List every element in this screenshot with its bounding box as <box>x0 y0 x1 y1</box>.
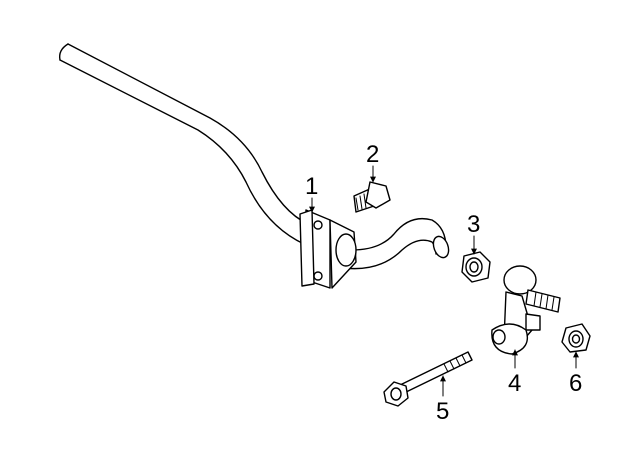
callout-2: 2 <box>366 141 379 168</box>
callout-5: 5 <box>436 398 449 425</box>
bracket-bolt <box>353 181 391 213</box>
stabilizer-link <box>491 265 561 355</box>
callout-3: 3 <box>467 211 480 238</box>
link-nut-upper <box>461 251 491 283</box>
long-bolt <box>383 351 473 407</box>
callout-leaders <box>309 165 579 397</box>
callout-4: 4 <box>508 370 521 397</box>
bushing-bracket <box>299 209 357 289</box>
link-nut-lower <box>561 323 591 353</box>
stabilizer-bar <box>58 43 450 270</box>
callout-1: 1 <box>305 173 318 200</box>
callout-6: 6 <box>569 370 582 397</box>
